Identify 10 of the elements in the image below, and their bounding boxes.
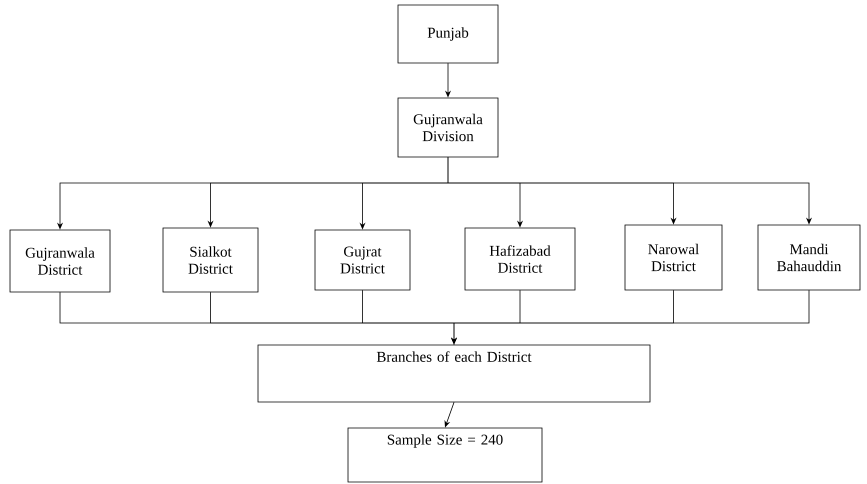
process-box: Mandi Bahauddin bbox=[758, 224, 860, 290]
process-box: Sialkot District bbox=[162, 228, 258, 292]
process-box: Gujranwala District bbox=[10, 230, 110, 292]
process-box: Gujranwala Division bbox=[398, 98, 498, 158]
process-box: Sample Size = 240 bbox=[348, 428, 542, 482]
process-box: Narowal District bbox=[624, 224, 722, 290]
process-box: Gujrat District bbox=[314, 230, 410, 290]
process-box: Branches of each District bbox=[258, 344, 650, 402]
process-box: Hafizabad District bbox=[464, 228, 576, 290]
process-box: Punjab bbox=[398, 4, 498, 64]
